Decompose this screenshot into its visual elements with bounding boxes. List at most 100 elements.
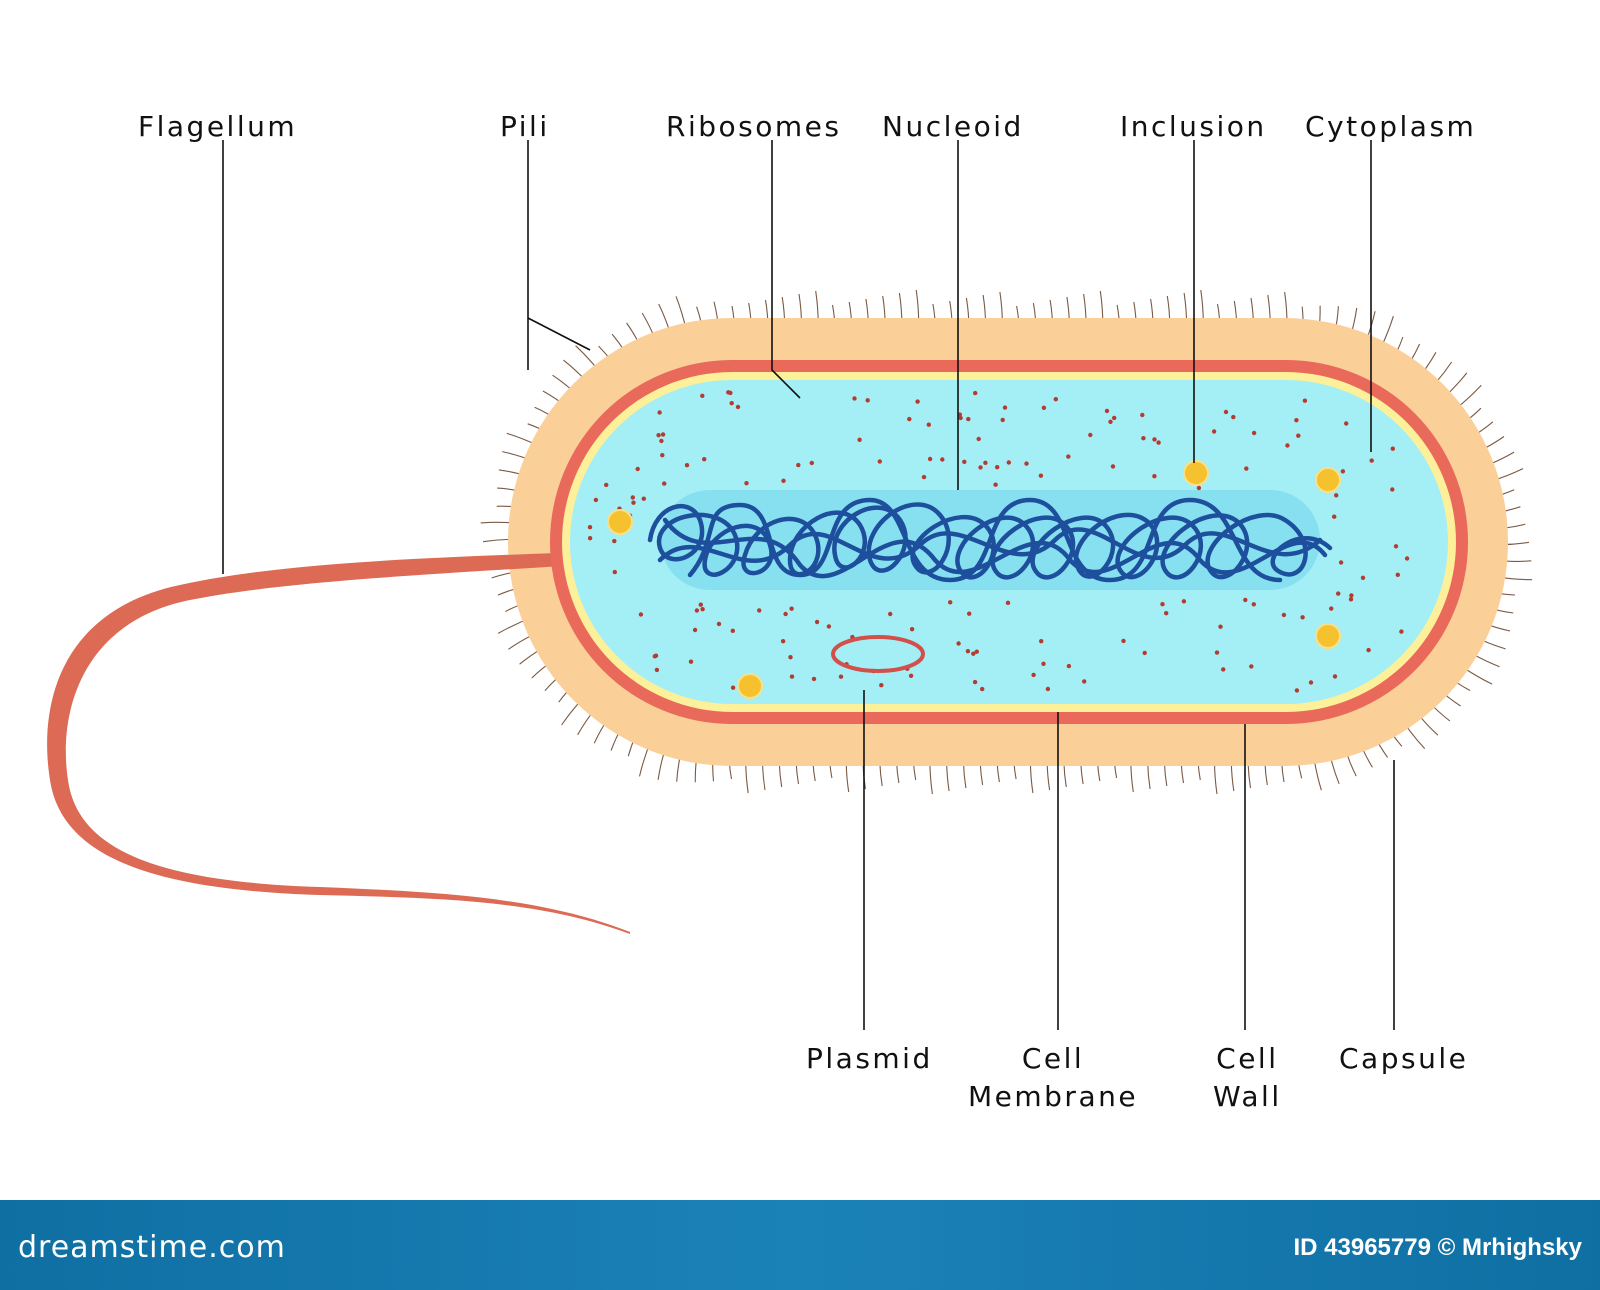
ribosome [1300,615,1305,620]
ribosome [654,667,660,673]
ribosome [789,606,794,611]
inclusion-granule [607,509,633,535]
ribosome [1340,469,1346,474]
ribosome [1196,485,1202,491]
ribosome [587,536,593,541]
ribosome [921,474,927,480]
ribosome [927,456,933,462]
footer-bar: dreamstime.com ID 43965779 © Mrhighsky [0,1200,1600,1290]
ribosome [1334,493,1339,498]
ribosome [1390,487,1395,492]
ribosome [926,422,931,427]
ribosome [1243,597,1248,603]
ribosome [962,459,967,464]
ribosome [1231,414,1236,420]
ribosome [1112,415,1117,421]
ribosome [857,437,862,442]
label-cytoplasm: Cytoplasm [1305,110,1477,143]
ribosome [660,453,665,458]
ribosome [877,459,882,464]
ribosome [612,538,617,544]
ribosome [972,679,978,685]
image-author: © Mrhighsky [1437,1234,1582,1261]
ribosome [983,460,988,465]
leader-pili-branch [527,317,591,351]
ribosome [915,399,920,404]
label-ribosomes: Ribosomes [666,110,842,143]
ribosome [1349,593,1354,598]
ribosome [971,651,976,656]
ribosome [995,465,1000,470]
ribosome [1005,600,1011,605]
ribosome [692,627,698,633]
ribosome [980,686,985,692]
ribosome [1251,430,1257,436]
ribosome [1053,397,1059,402]
ribosome [909,627,915,632]
nucleoid [647,497,1333,583]
ribosome [1218,624,1223,629]
ribosome [1142,650,1147,656]
ribosome [730,685,736,690]
ribosome [652,654,657,659]
bacterial-cell-diagram [47,140,1533,1030]
ribosome [796,462,801,468]
ribosome [1244,466,1249,471]
label-nucleoid: Nucleoid [882,110,1024,143]
ribosome [1038,473,1044,478]
ribosome [1045,686,1051,692]
ribosome [1390,446,1396,451]
ribosome [728,390,733,396]
ribosome [657,410,662,415]
ribosome [1002,405,1008,410]
ribosome [630,495,635,500]
ribosome [656,433,661,438]
inclusion-granule [737,673,763,699]
ribosome [940,457,945,462]
label-plasmid: Plasmid [806,1042,933,1075]
ribosome [852,396,857,401]
ribosome [1336,591,1341,596]
ribosome [958,415,963,421]
inclusion-granule [1315,623,1341,649]
ribosome [587,525,593,530]
ribosome [700,393,705,398]
ribosome [1302,398,1308,403]
ribosome [1393,544,1399,549]
ribosome [907,416,912,422]
inclusion-granule [1183,460,1209,486]
ribosome [1399,629,1404,634]
ribosome [1181,599,1187,604]
ribosome [1348,597,1354,602]
ribosome [662,481,667,486]
site-logo[interactable]: dreamstime.com [18,1230,286,1265]
ribosome [716,621,722,627]
ribosome [1160,602,1165,607]
ribosome [1152,474,1157,479]
ribosome [659,438,664,444]
ribosome [1395,572,1401,577]
ribosome [1296,433,1301,438]
ribosome [826,624,832,629]
ribosome [788,655,793,660]
ribosome [641,496,646,501]
ribosome [604,482,609,488]
ribosome [1156,440,1161,445]
ribosome [967,611,972,616]
image-credit: ID 43965779 © Mrhighsky [1294,1234,1583,1262]
ribosome [809,460,814,466]
ribosome [1249,664,1254,669]
ribosome [684,463,690,468]
ribosome [1104,408,1110,414]
ribosome [838,674,844,679]
ribosome [702,457,707,462]
ribosome [1285,443,1290,448]
ribosome [1140,412,1145,418]
ribosome [1211,429,1217,434]
ribosome [638,612,644,617]
ribosome [698,602,703,607]
inclusions [607,460,1341,699]
ribosome [593,497,599,503]
ribosome [965,649,971,654]
